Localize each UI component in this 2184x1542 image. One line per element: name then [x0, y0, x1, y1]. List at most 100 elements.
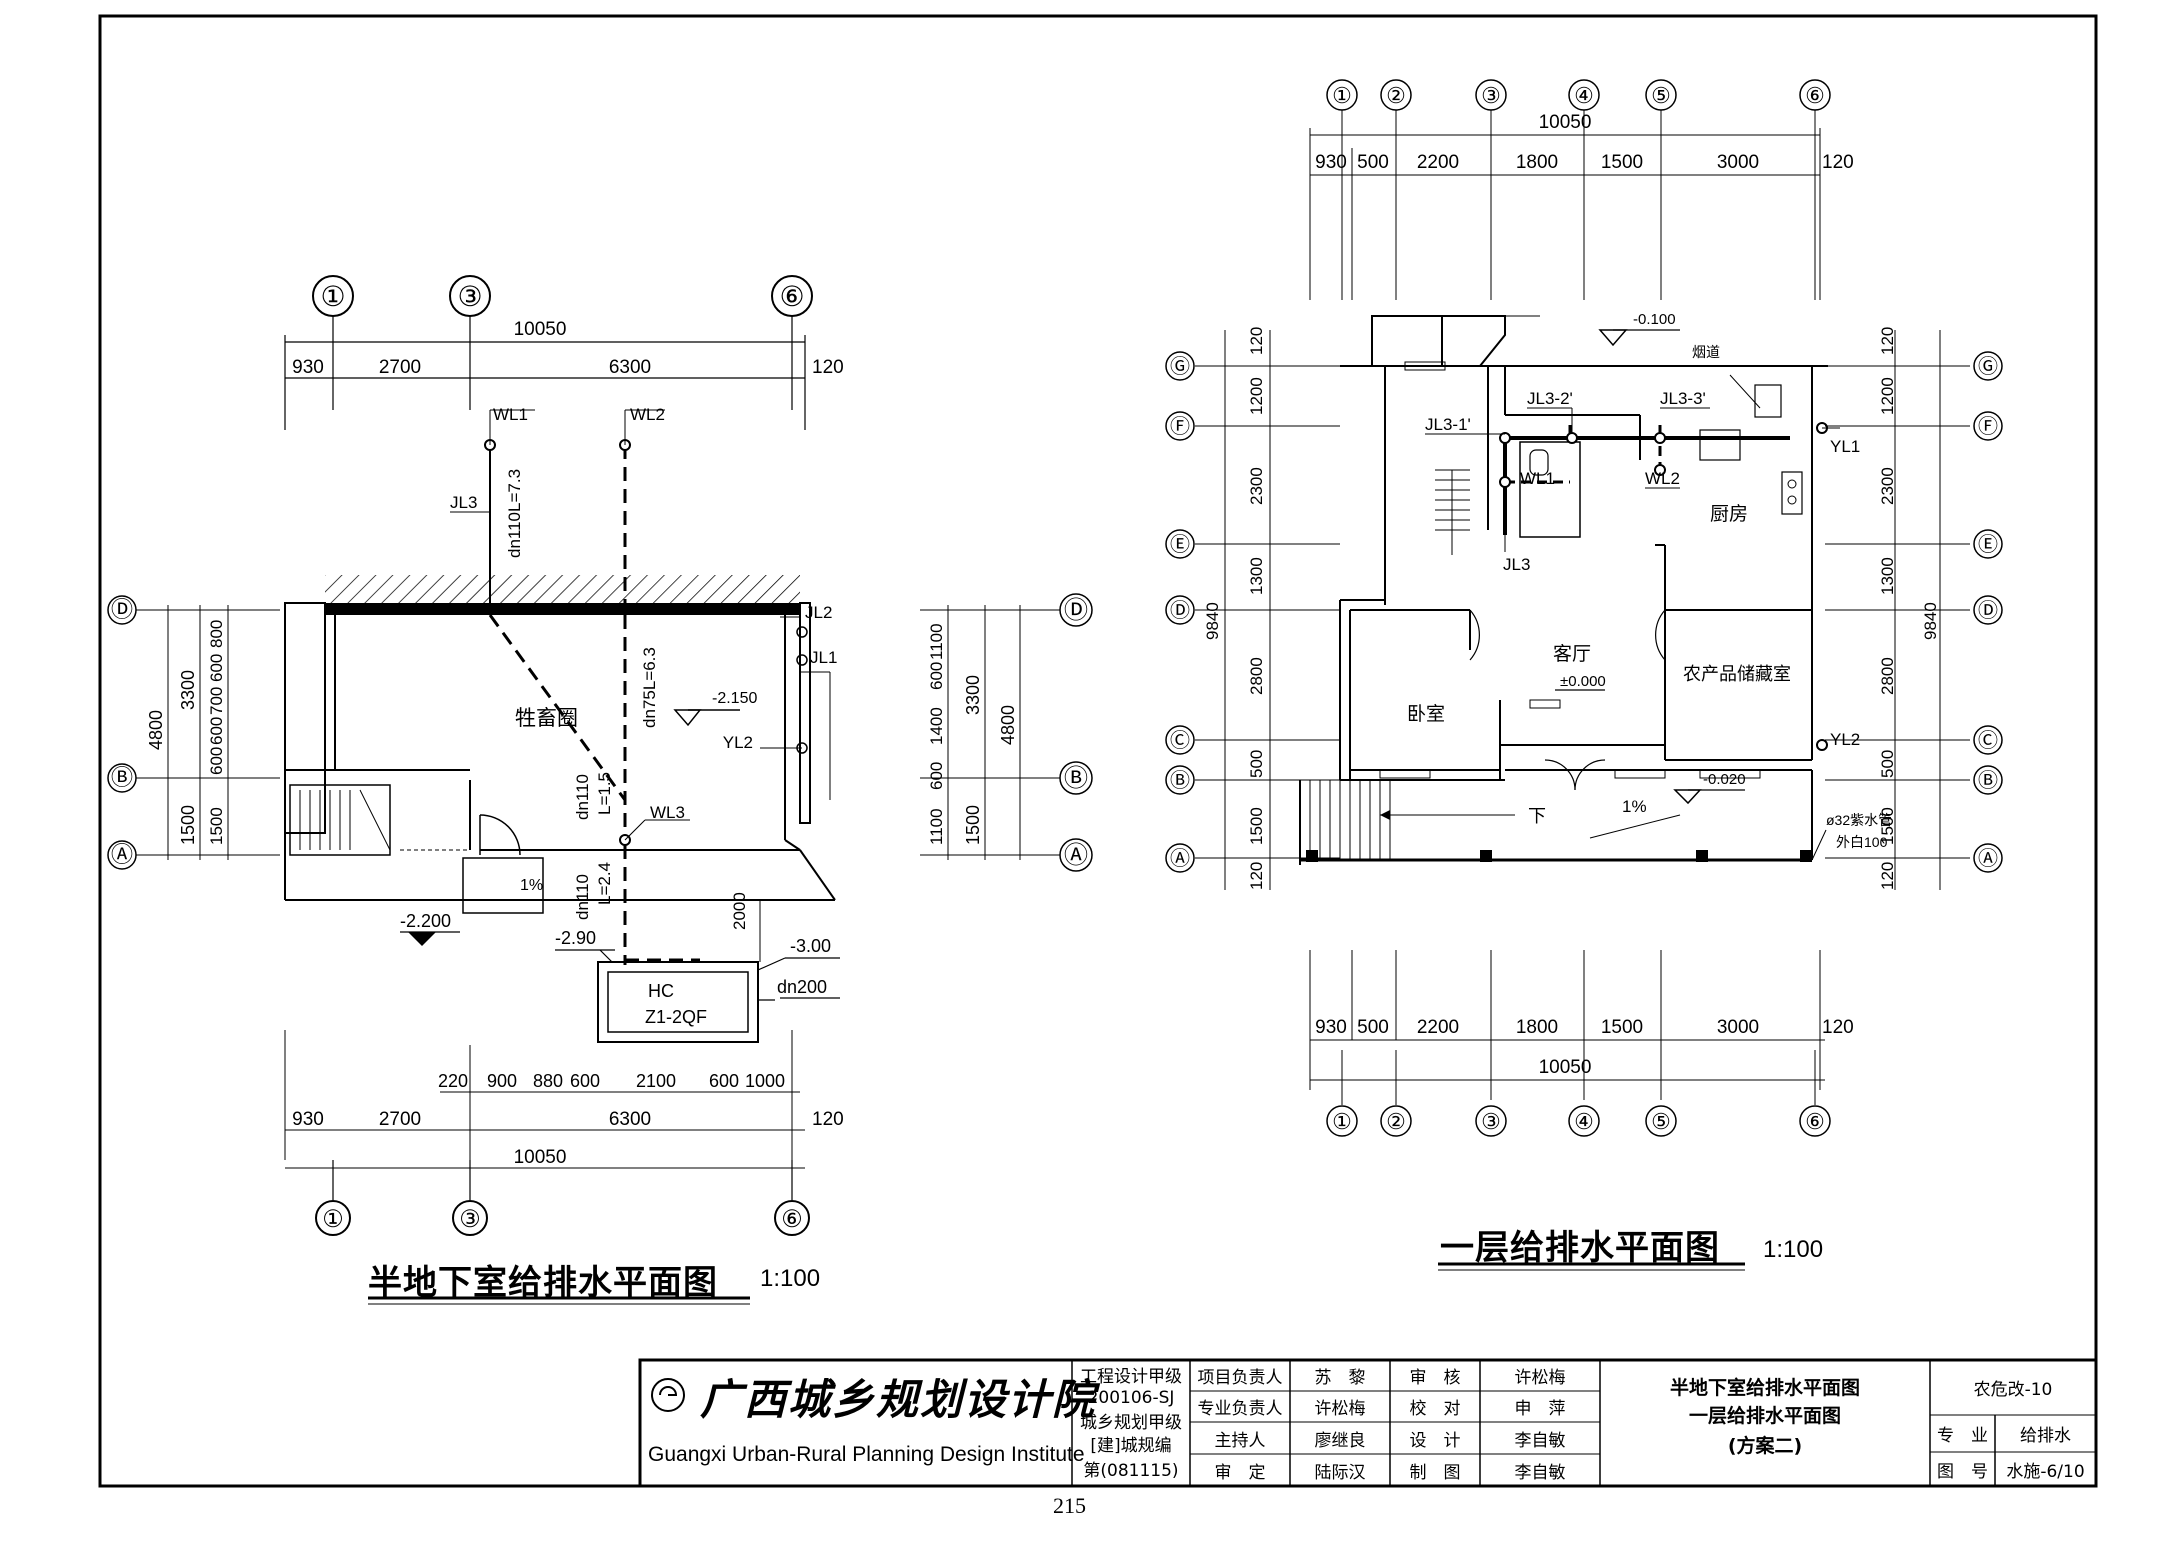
- basement-dim-right-8: 1500: [963, 805, 983, 845]
- basement-dim-left-i3: 700: [207, 687, 226, 715]
- ground-dim-top-3: 2200: [1417, 152, 1459, 173]
- basement-pipe1: dn110L=7.3: [505, 469, 524, 558]
- basement-dim-right-4: 600: [927, 762, 946, 790]
- basement-axis-left-a: Ⓐ: [111, 842, 133, 867]
- cert-line-3: 城乡规划甲级: [1080, 1413, 1182, 1433]
- basement-axis-top-1: ①: [320, 281, 345, 312]
- basement-dim-total-top: 10050: [514, 319, 567, 340]
- basement-jl2: JL2: [805, 603, 832, 622]
- basement-level-2: -2.200: [400, 911, 451, 931]
- basement-axis-bottom-6: ⑥: [781, 1206, 803, 1233]
- ground-axis-bottom-1: ①: [1332, 1109, 1352, 1134]
- ground-dim-bottom-6: 3000: [1717, 1017, 1759, 1038]
- basement-pipe2: dn75L=6.3: [640, 647, 659, 728]
- name-3: 廖继良: [1314, 1430, 1366, 1451]
- drawing-title-1: 半地下室给排水平面图: [1669, 1376, 1860, 1399]
- basement-dim-left-i1: 600: [207, 747, 226, 775]
- basement-level-1: -2.150: [712, 690, 757, 707]
- ground-jl3-2: JL3-2': [1527, 389, 1573, 408]
- ground-axis-top-3: ③: [1481, 83, 1501, 108]
- sheet-number: 水施-6/10: [2006, 1461, 2085, 1482]
- basement-wl3: WL3: [650, 803, 685, 822]
- ground-chimney: 烟道: [1692, 345, 1720, 361]
- basement-pipe3: dn110: [573, 774, 592, 820]
- basement-pipe4b: L=2.4: [595, 862, 614, 905]
- ground-dim-left-8: 120: [1247, 862, 1266, 890]
- basement-axis-left-b: Ⓑ: [111, 765, 133, 790]
- ground-dim-right-5: 2800: [1878, 657, 1897, 695]
- project-code: 农危改-10: [1973, 1380, 2053, 1400]
- cert-line-1: 工程设计甲级: [1080, 1367, 1182, 1387]
- basement-axis-right-a: Ⓐ: [1064, 842, 1088, 869]
- ground-axis-left-e: Ⓔ: [1170, 533, 1190, 556]
- role-check: 校 对: [1409, 1399, 1461, 1419]
- ground-plan-scale: 1:100: [1763, 1236, 1824, 1263]
- ground-dim-right-3: 2300: [1878, 467, 1897, 505]
- ground-dim-top-1: 930: [1315, 152, 1347, 173]
- ground-axis-bottom-2: ②: [1386, 1109, 1406, 1134]
- cert-line-2: 200106-SJ: [1087, 1387, 1175, 1408]
- basement-plan-title: 半地下室给排水平面图: [368, 1263, 718, 1303]
- basement-dim-top-2: 2700: [379, 357, 421, 378]
- ground-axis-left-a: Ⓐ: [1170, 847, 1190, 870]
- basement-yl2: YL2: [723, 733, 753, 752]
- basement-wl2: WL2: [630, 405, 665, 424]
- basement-plan: ① ③ ⑥ 10050 930 2700 6300 120: [107, 275, 1093, 1305]
- basement-room-livestock: 牲畜圈: [515, 706, 578, 730]
- name-1: 苏 黎: [1314, 1368, 1366, 1388]
- basement-dim-2000: 2000: [730, 892, 749, 930]
- ground-axis-left-f: Ⓕ: [1170, 415, 1190, 438]
- basement-plan-scale: 1:100: [760, 1265, 821, 1292]
- basement-dim-left-i7: 1500: [207, 807, 226, 845]
- ground-axis-top-6: ⑥: [1805, 83, 1825, 108]
- ground-stair-down: 下: [1528, 806, 1546, 827]
- basement-axis-right-d: Ⓓ: [1064, 597, 1088, 624]
- ground-axis-left-b: Ⓑ: [1170, 769, 1190, 792]
- basement-dim-bd-4: 600: [570, 1071, 600, 1091]
- ground-dim-left-4: 1300: [1247, 557, 1266, 595]
- ground-dim-bottom-2: 500: [1357, 1017, 1389, 1038]
- basement-dim-b-2: 2700: [379, 1109, 421, 1130]
- basement-earth-hatch: [325, 575, 800, 603]
- basement-dim-left-1500: 1500: [178, 805, 198, 845]
- basement-jl1: JL1: [810, 648, 837, 667]
- drawing-title-3: (方案二): [1727, 1434, 1803, 1457]
- basement-axis-right-b: Ⓑ: [1064, 765, 1088, 792]
- ground-level-top: -0.100: [1633, 311, 1676, 328]
- ground-level-living: ±0.000: [1560, 673, 1606, 690]
- basement-dim-right-7: 4800: [998, 705, 1018, 745]
- ground-pipe-note-1: ø32紫水管: [1826, 812, 1892, 828]
- basement-jl3: JL3: [450, 493, 477, 512]
- basement-tank-model: Z1-2QF: [645, 1007, 707, 1027]
- ground-plan: ① ② ③ ④ ⑤ ⑥ 10050 930 500 2200 1800 1500…: [1165, 79, 2003, 1271]
- discipline-label: 专 业: [1937, 1426, 1988, 1446]
- ground-axis-bottom-6: ⑥: [1805, 1109, 1825, 1134]
- ground-dim-right-7: 1500: [1878, 807, 1897, 845]
- basement-dim-right-6: 3300: [963, 675, 983, 715]
- ground-jl3-1: JL3-1': [1425, 415, 1471, 434]
- ground-axis-bottom-3: ③: [1481, 1109, 1501, 1134]
- ground-dim-bottom-1: 930: [1315, 1017, 1347, 1038]
- name2-4: 李自敏: [1514, 1462, 1566, 1483]
- ground-dim-total-bottom: 10050: [1539, 1057, 1592, 1078]
- ground-dim-right-2: 1200: [1878, 377, 1897, 415]
- ground-dim-bottom-3: 2200: [1417, 1017, 1459, 1038]
- basement-dim-left-3300: 3300: [178, 670, 198, 710]
- basement-axis-left-d: Ⓓ: [111, 597, 133, 622]
- cert-line-4: [建]城规编: [1090, 1436, 1172, 1456]
- ground-axis-right-d: Ⓓ: [1978, 599, 1998, 622]
- ground-dim-left-6: 500: [1247, 750, 1266, 778]
- ground-axis-top-1: ①: [1332, 83, 1352, 108]
- ground-yl1: YL1: [1830, 437, 1860, 456]
- ground-dim-left-total: 9840: [1203, 602, 1222, 640]
- basement-axis-top-3: ③: [457, 281, 482, 312]
- ground-room-living: 客厅: [1553, 643, 1591, 665]
- ground-axis-right-f: Ⓕ: [1978, 415, 1998, 438]
- basement-axis-bottom-1: ①: [322, 1206, 344, 1233]
- title-block: [638, 1358, 2098, 1488]
- basement-dim-top-4: 120: [812, 357, 844, 378]
- ground-dim-top-5: 1500: [1601, 152, 1643, 173]
- ground-dim-bottom-7: 120: [1822, 1017, 1854, 1038]
- ground-axis-top-2: ②: [1386, 83, 1406, 108]
- basement-north-wall: [325, 603, 800, 615]
